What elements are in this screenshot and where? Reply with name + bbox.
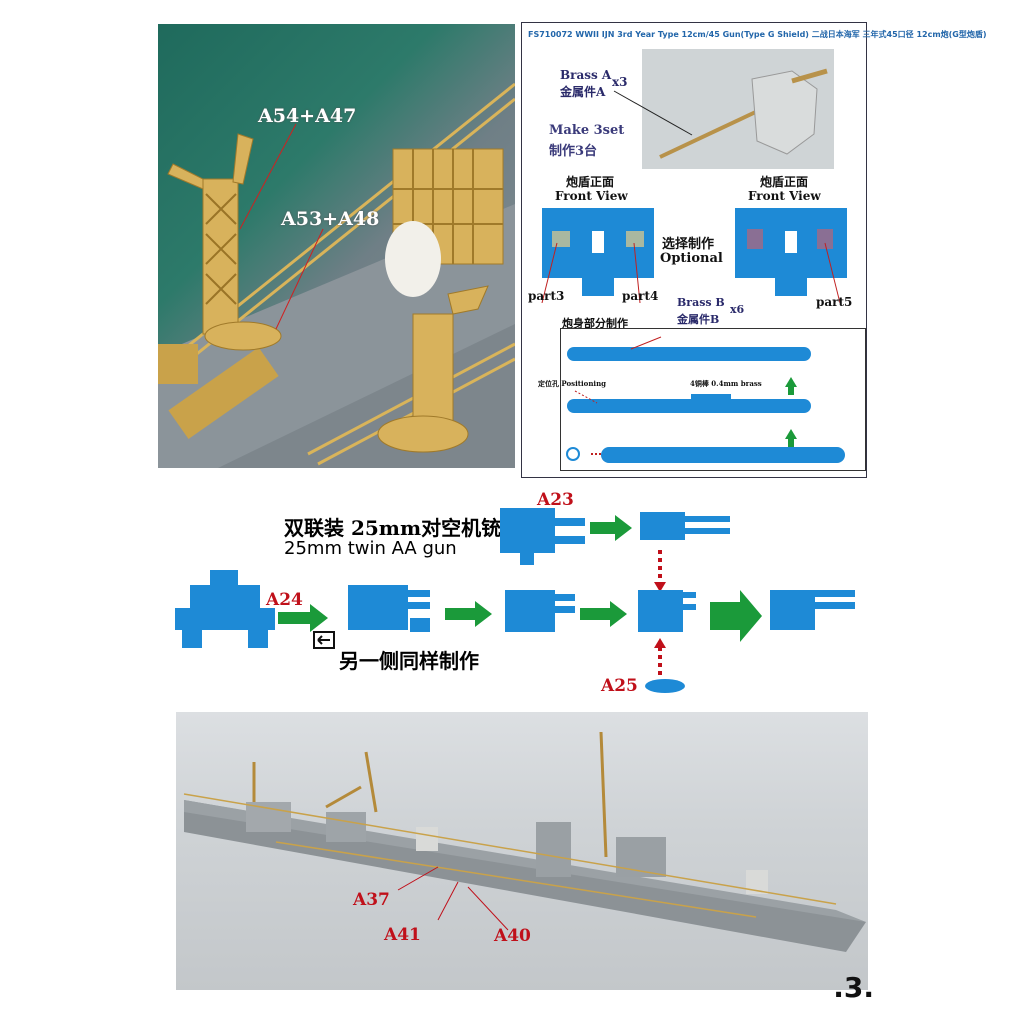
part-a40-label: A40	[494, 926, 531, 946]
brass-a-label: Brass A	[560, 68, 612, 82]
part3-label: part3	[528, 289, 565, 303]
part-a41-label: A41	[384, 925, 421, 945]
ship-model-art	[183, 731, 866, 952]
detail-photo-art	[158, 82, 515, 468]
label-a54-a47: A54+A47	[258, 105, 357, 127]
part-a37-label: A37	[353, 890, 390, 910]
shield-front-views	[541, 208, 847, 303]
label-a53-a48: A53+A48	[281, 208, 380, 230]
brass-b-label: Brass B	[677, 296, 725, 309]
part-a23-label: A23	[537, 490, 574, 510]
aa-gun-title-cn: 双联装 25mm对空机铳	[284, 516, 502, 540]
brass-a-label-cn: 金属件A	[560, 85, 606, 99]
make-sets-label-cn: 制作3台	[549, 144, 598, 159]
barrel-section-title: 炮身部分制作	[562, 317, 628, 330]
optional-en: Optional	[660, 251, 723, 266]
panel-leader-lines	[613, 90, 693, 136]
gun-photo	[642, 49, 834, 169]
front-view-left-en: Front View	[555, 189, 628, 203]
panel-header: FS710072 WWII IJN 3rd Year Type 12cm/45 …	[528, 30, 987, 39]
part4-label: part4	[622, 289, 659, 303]
other-side-note: 另一侧同样制作	[339, 649, 479, 673]
brass-b-label-cn: 金属件B	[677, 313, 720, 326]
part-a25-label: A25	[601, 676, 638, 696]
part-a24-label: A24	[266, 590, 303, 610]
barrel-assembly-box	[560, 328, 866, 471]
detail-photo-top	[158, 24, 515, 468]
aa-gun-assembly-diagram	[175, 508, 855, 693]
brass-rod-label: 4铜棒 0.4mm brass	[690, 379, 762, 388]
brass-b-qty: x6	[730, 303, 745, 316]
front-view-right-en: Front View	[748, 189, 821, 203]
aa-gun-title-en: 25mm twin AA gun	[284, 538, 457, 559]
front-view-right-cn: 炮盾正面	[760, 175, 809, 189]
brass-a-qty: x3	[612, 75, 628, 89]
make-sets-label: Make 3set	[549, 123, 625, 138]
ship-model-photo	[176, 712, 868, 990]
optional-cn: 选择制作	[662, 237, 715, 252]
front-view-left-cn: 炮盾正面	[566, 175, 615, 189]
positioning-label: 定位孔 Positioning	[538, 379, 607, 388]
gun-instruction-panel: FS710072 WWII IJN 3rd Year Type 12cm/45 …	[521, 22, 987, 478]
part5-label: part5	[816, 295, 853, 309]
page-number: .3.	[833, 971, 874, 1004]
